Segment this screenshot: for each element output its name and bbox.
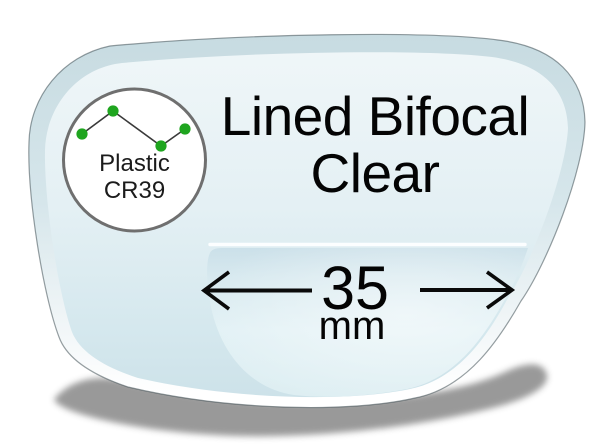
bifocal-segment-sheen (207, 248, 528, 397)
drop-shadow (54, 364, 548, 437)
material-badge (62, 87, 207, 233)
lens-title-line2: Clear (310, 142, 440, 204)
material-badge-circle (62, 87, 207, 233)
segment-width-unit: mm (318, 304, 386, 348)
material-name: Plastic (99, 150, 170, 177)
lens-title: Lined Bifocal Clear (125, 88, 600, 202)
polymer-chain-icon (76, 105, 191, 152)
width-arrow-right (420, 270, 516, 310)
segment-width-value: 35 (321, 254, 389, 322)
material-badge-label: Plastic CR39 (62, 150, 207, 204)
width-arrow-left (200, 270, 312, 311)
material-code: CR39 (103, 177, 166, 204)
lens-title-line1: Lined Bifocal (220, 85, 530, 147)
